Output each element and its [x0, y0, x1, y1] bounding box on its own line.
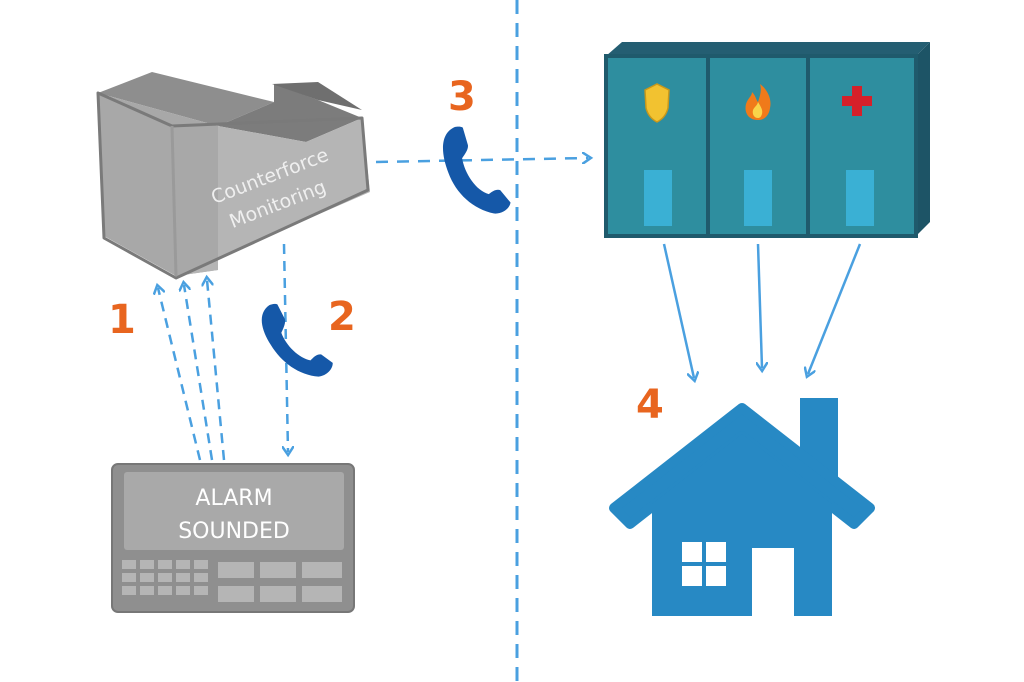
step-3-number: 3	[448, 74, 476, 120]
house-door	[752, 548, 794, 616]
fire-unit	[744, 84, 772, 226]
signal-arrow-2	[184, 285, 214, 461]
police-unit	[644, 83, 672, 226]
phone-icon	[443, 126, 511, 214]
step-1-number: 1	[108, 297, 136, 343]
alarm-text-line2: SOUNDED	[178, 519, 290, 544]
step-4-number: 4	[636, 382, 664, 428]
fire-icon	[745, 84, 771, 120]
alarm-panel: ALARM SOUNDED	[111, 463, 355, 613]
medical-cross-icon	[842, 86, 872, 116]
step3-call-arrow	[375, 158, 588, 162]
alarm-screen	[124, 472, 344, 550]
signal-arrow-3	[207, 280, 226, 461]
response-arrow-medical	[808, 243, 862, 374]
step-2-number: 2	[328, 294, 356, 340]
emergency-dispatch-building	[604, 42, 930, 238]
phone-icon	[261, 303, 333, 377]
house-icon	[609, 398, 875, 616]
medical-door	[846, 170, 874, 226]
police-door	[644, 170, 672, 226]
response-arrow-fire	[758, 243, 762, 368]
police-badge-icon	[644, 83, 670, 123]
monitoring-center: Counterforce Monitoring	[96, 72, 370, 280]
fire-door	[744, 170, 772, 226]
medical-unit	[842, 86, 874, 226]
step1-signal-arrows	[158, 280, 226, 461]
house-window	[682, 542, 726, 586]
keypad	[122, 560, 342, 602]
response-arrows	[662, 243, 862, 378]
signal-arrow-1	[158, 288, 202, 461]
response-arrow-police	[662, 243, 694, 378]
alarm-text-line1: ALARM	[195, 486, 272, 511]
